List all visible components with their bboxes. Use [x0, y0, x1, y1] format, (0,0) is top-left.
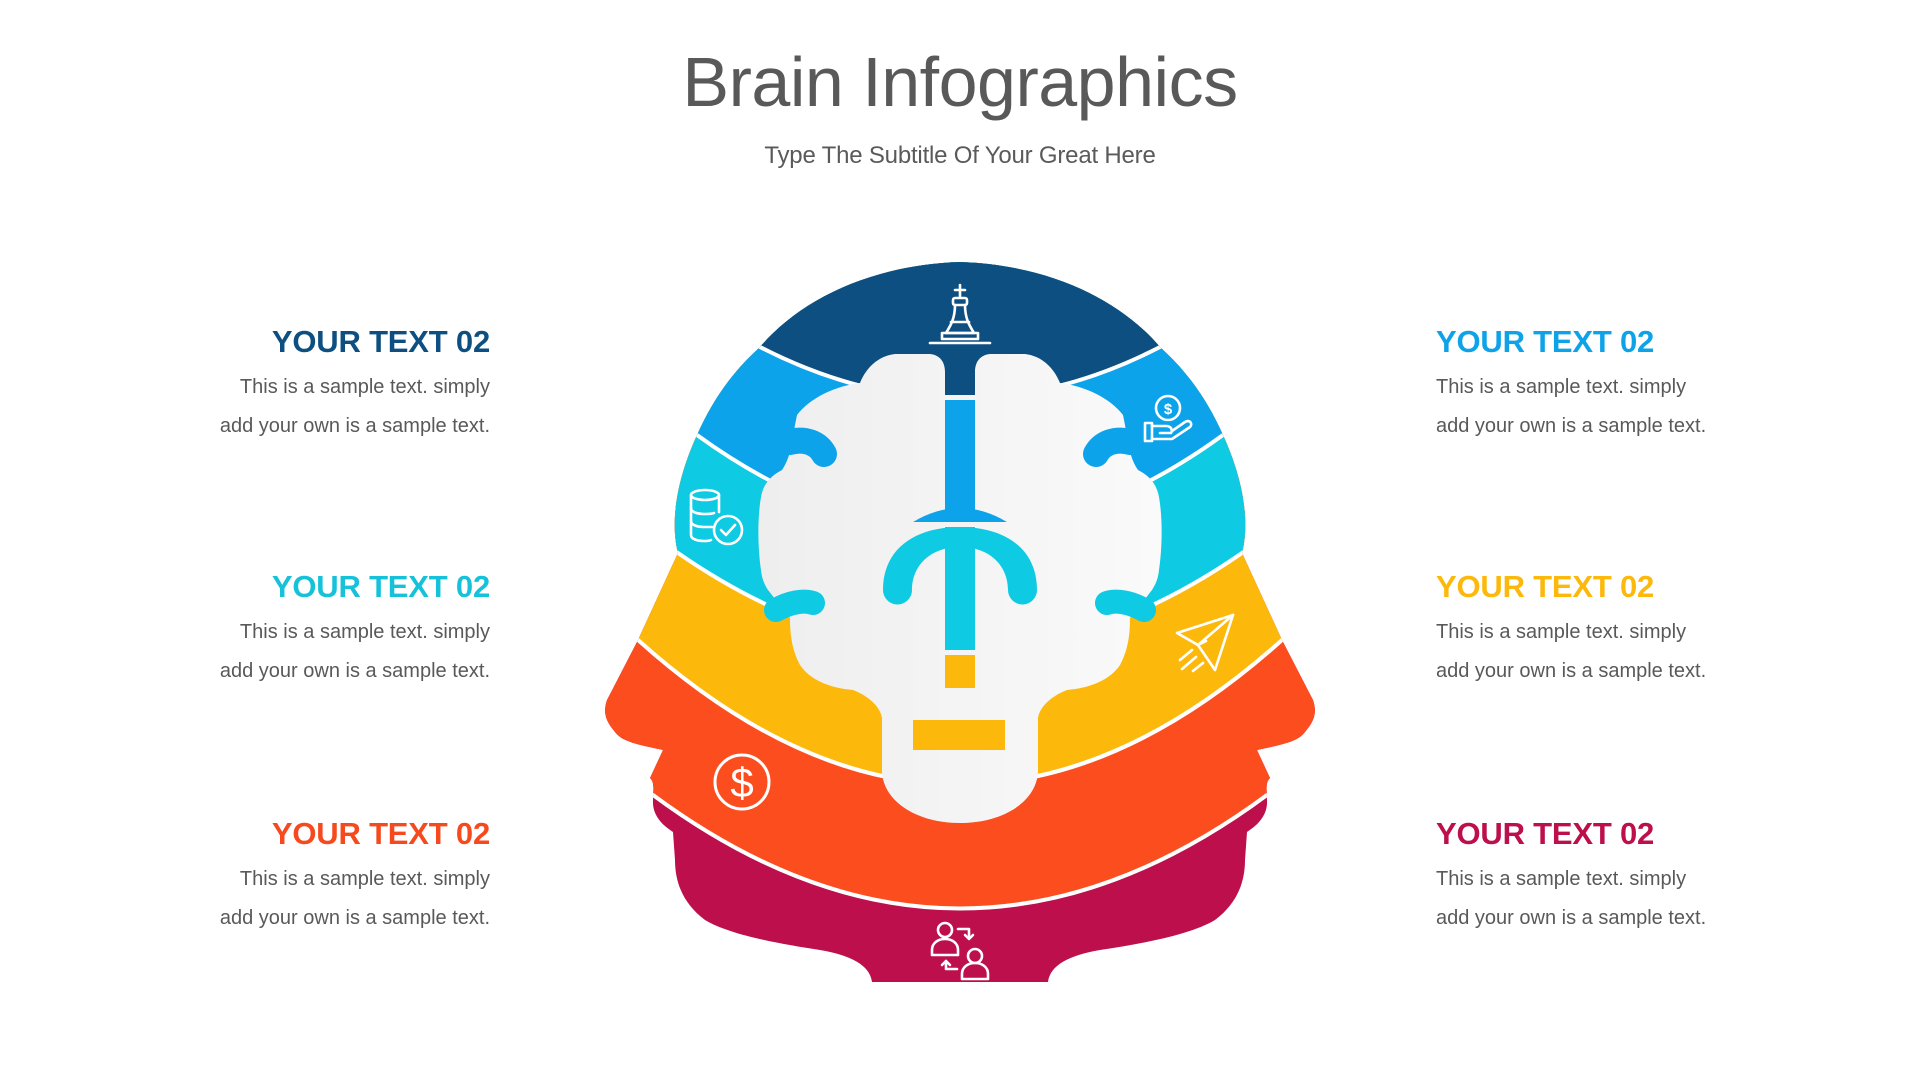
block-heading: YOUR TEXT 02	[271, 816, 490, 851]
block-heading: YOUR TEXT 02	[271, 569, 490, 604]
block-heading: YOUR TEXT 02	[1436, 324, 1655, 359]
database-check-icon	[689, 488, 744, 546]
chess-king-icon	[928, 283, 992, 345]
block-body-line: add your own is a sample text.	[1436, 907, 1707, 929]
block-body-line: This is a sample text. simply	[1436, 376, 1687, 398]
brain-finger-blue-left	[777, 427, 837, 467]
block-body: This is a sample text. simply add your o…	[130, 860, 490, 938]
block-body-line: add your own is a sample text.	[1436, 415, 1707, 437]
brain	[758, 345, 1162, 823]
block-body-line: add your own is a sample text.	[219, 415, 490, 437]
block-heading: YOUR TEXT 02	[1436, 816, 1655, 851]
dollar-glyph: $	[730, 759, 753, 806]
separator-orange-magenta	[618, 773, 1302, 911]
block-body-line: add your own is a sample text.	[219, 660, 490, 682]
block-body-line: This is a sample text. simply	[239, 376, 490, 398]
page-subtitle: Type The Subtitle Of Your Great Here	[764, 142, 1156, 169]
coin-dollar-glyph: $	[1164, 401, 1173, 418]
block-body: This is a sample text. simply add your o…	[1436, 860, 1796, 938]
page-title: Brain Infographics	[682, 43, 1238, 121]
text-block-left-2: YOUR TEXT 02 This is a sample text. simp…	[130, 569, 490, 691]
brain-finger-blue-right	[1083, 427, 1143, 467]
stem-navy	[945, 345, 975, 395]
block-body-line: add your own is a sample text.	[219, 907, 490, 929]
block-heading: YOUR TEXT 02	[1436, 569, 1655, 604]
text-block-right-3: YOUR TEXT 02 This is a sample text. simp…	[1436, 816, 1796, 938]
text-block-left-1: YOUR TEXT 02 This is a sample text. simp…	[130, 324, 490, 446]
block-body-line: This is a sample text. simply	[1436, 621, 1687, 643]
block-body: This is a sample text. simply add your o…	[1436, 613, 1796, 691]
brain-finger-cyan-right	[1095, 589, 1156, 622]
block-heading: YOUR TEXT 02	[271, 324, 490, 359]
stem-yellow-bar	[913, 720, 1005, 750]
stem-blue-cap	[913, 508, 1007, 522]
block-body-line: This is a sample text. simply	[239, 868, 490, 890]
text-block-right-2: YOUR TEXT 02 This is a sample text. simp…	[1436, 569, 1796, 691]
stem-cyan-arch	[883, 527, 1037, 605]
text-block-left-3: YOUR TEXT 02 This is a sample text. simp…	[130, 816, 490, 938]
text-block-right-1: YOUR TEXT 02 This is a sample text. simp…	[1436, 324, 1796, 446]
block-body-line: add your own is a sample text.	[1436, 660, 1707, 682]
paper-plane-icon	[1175, 613, 1235, 673]
hand-coin-icon: $	[1143, 394, 1193, 443]
block-body-line: This is a sample text. simply	[239, 621, 490, 643]
dollar-circle-icon: $	[713, 753, 771, 811]
stem-cyan	[945, 527, 975, 650]
stem-blue	[945, 400, 975, 512]
brain-finger-cyan-left	[764, 589, 825, 622]
block-body-line: This is a sample text. simply	[1436, 868, 1687, 890]
block-body: This is a sample text. simply add your o…	[130, 368, 490, 446]
block-body: This is a sample text. simply add your o…	[1436, 368, 1796, 446]
people-swap-icon	[930, 921, 990, 981]
stem-yellow-square	[945, 655, 975, 688]
block-body: This is a sample text. simply add your o…	[130, 613, 490, 691]
